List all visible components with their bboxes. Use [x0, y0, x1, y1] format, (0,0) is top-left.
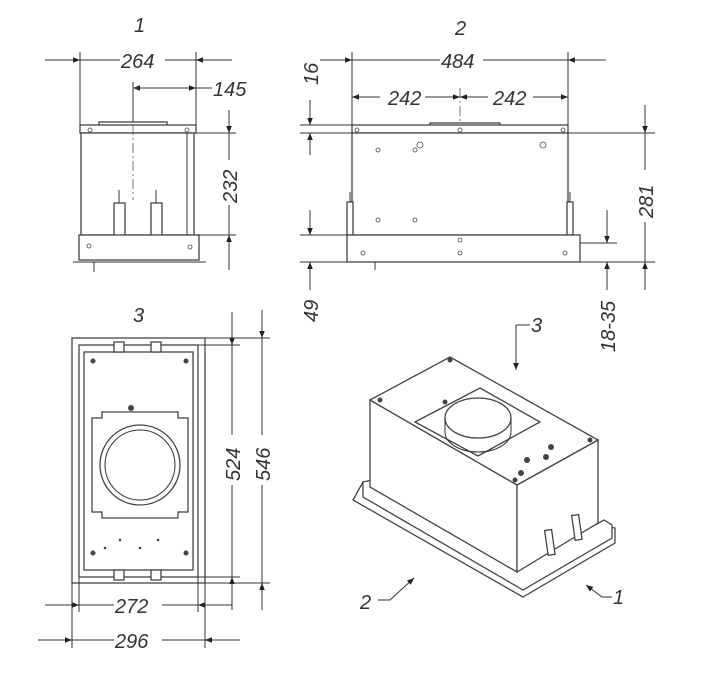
- hood-body: [80, 132, 195, 236]
- dimension-242-left: 242: [352, 88, 460, 110]
- svg-text:242: 242: [492, 88, 526, 110]
- svg-text:2: 2: [359, 592, 371, 614]
- svg-text:281: 281: [636, 185, 658, 219]
- isometric-view: 3 2 1: [352, 315, 624, 614]
- iso-arrow-3: 3: [513, 315, 542, 370]
- dimension-16: 16: [300, 62, 352, 155]
- svg-text:232: 232: [220, 170, 242, 204]
- svg-text:272: 272: [114, 596, 148, 618]
- view-3-label: 3: [133, 305, 144, 327]
- dimension-232: 232: [196, 110, 242, 270]
- svg-text:3: 3: [531, 315, 542, 337]
- dimension-264: 264: [45, 51, 232, 73]
- dimension-484: 484: [320, 51, 606, 73]
- svg-text:264: 264: [120, 51, 154, 73]
- svg-text:145: 145: [213, 79, 247, 101]
- svg-text:49: 49: [301, 300, 323, 322]
- dimension-272: 272: [45, 577, 232, 618]
- dimension-49: 49: [300, 210, 347, 322]
- iso-arrow-2: 2: [359, 577, 415, 614]
- hood-body-side: [351, 132, 569, 236]
- view-1-label: 1: [134, 15, 145, 37]
- dimension-546: 546: [205, 310, 275, 610]
- svg-text:242: 242: [387, 88, 421, 110]
- iso-arrow-1: 1: [585, 584, 624, 609]
- svg-text:296: 296: [114, 631, 149, 653]
- svg-text:1: 1: [613, 587, 624, 609]
- svg-text:524: 524: [223, 448, 245, 481]
- mounting-frame-side: [346, 234, 581, 263]
- svg-text:546: 546: [253, 447, 275, 481]
- svg-text:484: 484: [441, 51, 474, 73]
- dimension-145: 145: [133, 79, 247, 101]
- view-2-side: 2 484 242 242: [300, 18, 658, 352]
- view-3-top: 3 524 546: [38, 305, 275, 653]
- view-1-front: 1 264 145: [45, 15, 247, 272]
- dimension-242-right: 242: [460, 88, 568, 110]
- svg-text:18-35: 18-35: [598, 300, 620, 352]
- outlet-circle: [99, 424, 181, 506]
- svg-text:16: 16: [301, 62, 323, 85]
- dimension-281: 281: [568, 105, 658, 290]
- mounting-frame: [78, 234, 200, 261]
- dimension-524: 524: [198, 312, 245, 610]
- dimension-18-35: 18-35: [580, 210, 620, 352]
- view-2-label: 2: [454, 18, 466, 40]
- dimension-296: 296: [38, 583, 240, 653]
